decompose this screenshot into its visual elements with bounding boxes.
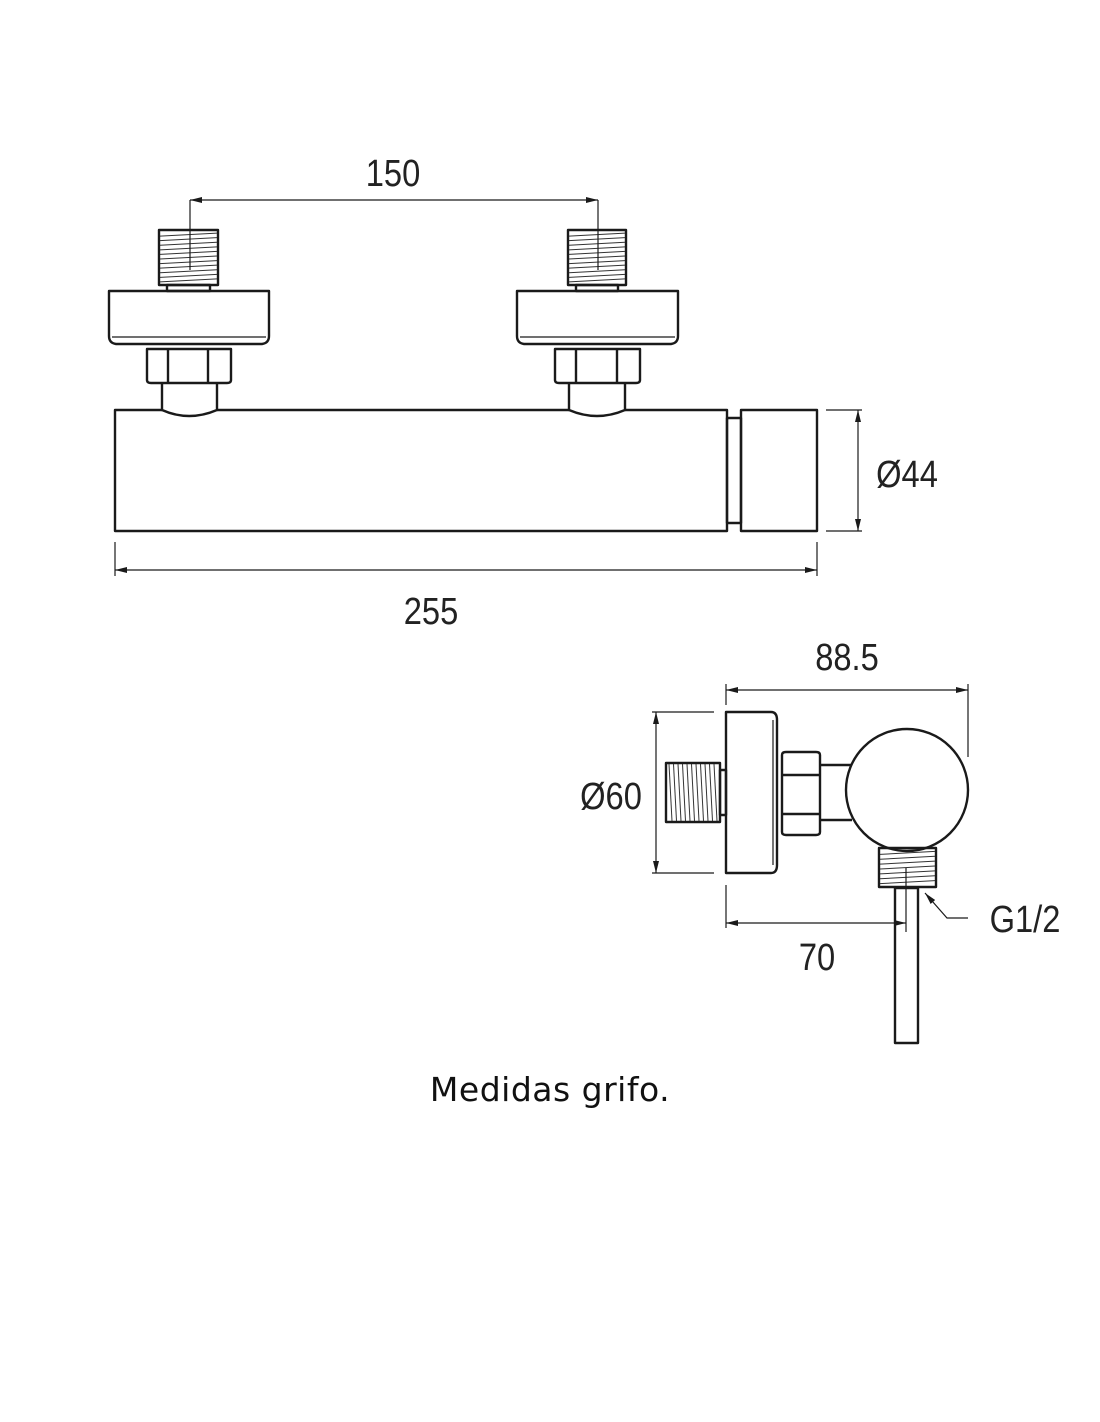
dimension-88-5: 88.5 — [725, 636, 969, 757]
dimension-255: 255 — [114, 542, 818, 633]
mixer-body-section — [844, 727, 970, 853]
right-inlet — [515, 228, 680, 418]
dimension-label: 150 — [366, 152, 421, 195]
nut — [780, 750, 822, 837]
dimension-label: Ø44 — [876, 453, 938, 496]
end-cap — [739, 408, 819, 533]
dimension-diameter-60: Ø60 — [580, 711, 714, 874]
wall-flange — [724, 710, 779, 875]
dimension-label: G1/2 — [990, 898, 1061, 941]
dimension-70: 70 — [725, 885, 906, 979]
side-view: 88.5 Ø60 70 G1/2 — [580, 636, 1061, 1045]
dimension-diameter-44: Ø44 — [826, 409, 938, 532]
thread-hatch — [568, 232, 626, 283]
left-inlet — [107, 228, 271, 418]
thread-hatch — [668, 763, 718, 822]
caption: Medidas grifo. — [429, 1070, 671, 1109]
body-connector — [725, 416, 743, 525]
thread-hatch — [159, 232, 218, 283]
mixer-body — [113, 408, 729, 533]
dimension-label: 88.5 — [815, 636, 879, 679]
front-view: 150 Ø44 255 — [107, 152, 938, 633]
dimension-label: Ø60 — [580, 775, 642, 818]
dimension-label: 70 — [799, 936, 835, 979]
thread-hatch — [879, 850, 936, 885]
thread-callout: G1/2 — [924, 892, 1061, 941]
dimension-150: 150 — [189, 152, 599, 270]
dimension-label: 255 — [404, 590, 459, 633]
